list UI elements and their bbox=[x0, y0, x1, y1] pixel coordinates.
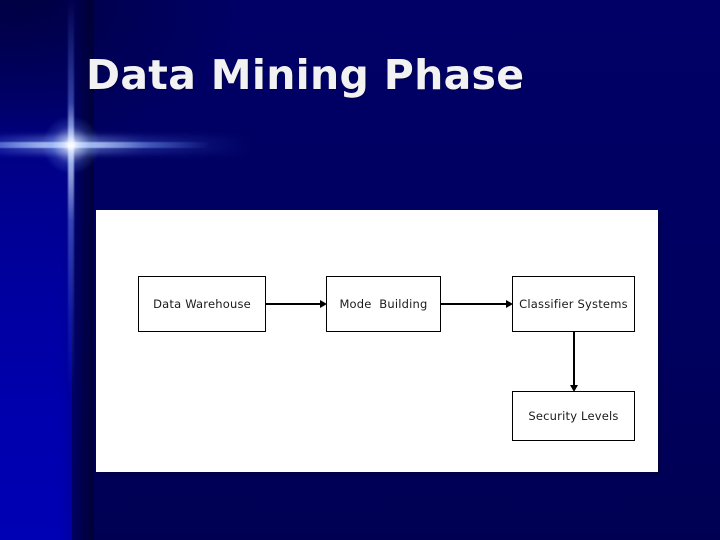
arrowhead-into-classifier bbox=[506, 299, 513, 308]
flare-core-glow bbox=[43, 117, 99, 173]
connector-classifier-to-security bbox=[573, 332, 575, 385]
connector-model-to-classifier bbox=[441, 303, 506, 305]
flare-vertical-beam bbox=[68, 0, 74, 395]
node-data-warehouse: Data Warehouse bbox=[138, 276, 266, 332]
flare-horizontal-beam bbox=[0, 142, 211, 148]
node-security-levels: Security Levels bbox=[512, 391, 635, 441]
connector-warehouse-to-model bbox=[266, 303, 320, 305]
slide-title: Data Mining Phase bbox=[86, 51, 525, 99]
flowchart-diagram: Data Warehouse Mode Building Classifier … bbox=[96, 210, 658, 472]
arrowhead-into-security bbox=[569, 385, 578, 392]
node-classifier-systems: Classifier Systems bbox=[512, 276, 635, 332]
diagram-image-panel: Data Warehouse Mode Building Classifier … bbox=[96, 210, 658, 472]
arrowhead-into-model bbox=[320, 299, 327, 308]
node-mode-building: Mode Building bbox=[326, 276, 441, 332]
